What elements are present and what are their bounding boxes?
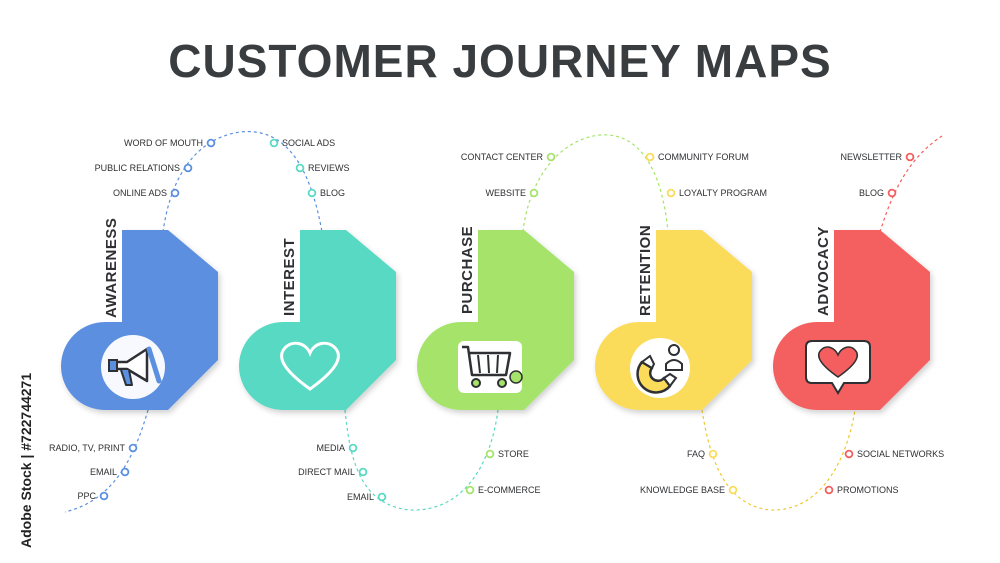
stage-awareness-label-band xyxy=(96,220,122,322)
stage-awareness: AWARENESS xyxy=(61,218,218,410)
touchpoint-dot xyxy=(377,492,387,502)
touchpoint-blog: BLOG xyxy=(320,188,345,198)
stage-retention: RETENTION xyxy=(595,220,752,410)
touchpoint-contact-center: CONTACT CENTER xyxy=(461,152,544,162)
megaphone-icon xyxy=(101,335,165,399)
stage-purchase: PURCHASE xyxy=(417,220,574,410)
connector-advocacy-top xyxy=(879,135,943,233)
connector-retention-bottom xyxy=(701,409,856,511)
touchpoint-e-commerce: E-COMMERCE xyxy=(478,485,541,495)
touchpoint-direct-mail: DIRECT MAIL xyxy=(298,467,355,477)
touchpoint-dot xyxy=(546,152,556,162)
touchpoint-dot xyxy=(708,449,718,459)
stage-awareness-shape xyxy=(61,230,218,410)
touchpoint-dot xyxy=(824,485,834,495)
touchpoint-dot xyxy=(905,152,915,162)
touchpoint-word-of-mouth: WORD OF MOUTH xyxy=(124,138,203,148)
stage-interest-shape xyxy=(239,230,396,410)
stage-retention-label-band xyxy=(630,220,656,322)
stage-advocacy-label: ADVOCACY xyxy=(815,226,832,316)
touchpoint-dot xyxy=(465,485,475,495)
connector-interest-bottom xyxy=(344,409,499,511)
touchpoint-social-networks: SOCIAL NETWORKS xyxy=(857,449,944,459)
stage-purchase-label-band xyxy=(452,220,478,322)
touchpoint-dot xyxy=(728,485,738,495)
touchpoint-reviews: REVIEWS xyxy=(308,163,350,173)
touchpoint-radio-tv-print: RADIO, TV, PRINT xyxy=(49,443,126,453)
touchpoint-dot xyxy=(183,163,193,173)
touchpoints: WORD OF MOUTH PUBLIC RELATIONS ONLINE ADS S… xyxy=(49,138,944,502)
touchpoint-dot xyxy=(645,152,655,162)
touchpoint-email: EMAIL xyxy=(90,467,117,477)
stage-interest: INTEREST xyxy=(239,220,396,410)
touchpoint-website: WEBSITE xyxy=(485,188,526,198)
shopping-cart-icon xyxy=(458,341,523,393)
page-title: CUSTOMER JOURNEY MAPS xyxy=(168,35,832,87)
magnet-icon xyxy=(630,338,690,398)
touchpoint-promotions: PROMOTIONS xyxy=(837,485,899,495)
touchpoint-online-ads: ONLINE ADS xyxy=(113,188,167,198)
connector-awareness-bottom xyxy=(64,409,149,513)
touchpoint-dot xyxy=(99,491,109,501)
touchpoint-blog: BLOG xyxy=(859,188,884,198)
touchpoint-email: EMAIL xyxy=(347,492,374,502)
touchpoint-dot xyxy=(269,138,279,148)
touchpoint-loyalty-program: LOYALTY PROGRAM xyxy=(679,188,767,198)
touchpoint-dot xyxy=(666,188,676,198)
touchpoint-dot xyxy=(120,467,130,477)
touchpoint-dot xyxy=(295,163,305,173)
touchpoint-media: MEDIA xyxy=(316,443,345,453)
stage-interest-label-band xyxy=(274,220,300,322)
touchpoint-community-forum: COMMUNITY FORUM xyxy=(658,152,749,162)
touchpoint-social-ads: SOCIAL ADS xyxy=(282,138,335,148)
touchpoint-dot xyxy=(348,443,358,453)
stage-advocacy-label-band xyxy=(808,220,834,322)
touchpoint-faq: FAQ xyxy=(687,449,705,459)
touchpoint-newsletter: NEWSLETTER xyxy=(840,152,902,162)
stage-interest-label: INTEREST xyxy=(281,238,298,316)
stage-purchase-shape xyxy=(417,230,574,410)
touchpoint-dot xyxy=(887,188,897,198)
stage-retention-label: RETENTION xyxy=(637,225,654,316)
heart-icon xyxy=(280,341,340,391)
touchpoint-dot xyxy=(307,188,317,198)
stage-awareness-label: AWARENESS xyxy=(103,218,120,318)
touchpoint-dot xyxy=(358,467,368,477)
touchpoint-dot xyxy=(128,443,138,453)
stage-purchase-label: PURCHASE xyxy=(459,226,476,314)
connector-purchase-top xyxy=(522,134,669,233)
touchpoint-dot xyxy=(529,188,539,198)
touchpoint-dot xyxy=(844,449,854,459)
stage-advocacy: ADVOCACY xyxy=(773,220,930,410)
touchpoint-dot xyxy=(485,449,495,459)
touchpoint-public-relations: PUBLIC RELATIONS xyxy=(95,163,180,173)
touchpoint-ppc: PPC xyxy=(77,491,96,501)
touchpoint-store: STORE xyxy=(498,449,529,459)
touchpoint-knowledge-base: KNOWLEDGE BASE xyxy=(640,485,725,495)
touchpoint-dot xyxy=(170,188,180,198)
touchpoint-dot xyxy=(206,138,216,148)
heart-chat-icon xyxy=(805,340,871,395)
